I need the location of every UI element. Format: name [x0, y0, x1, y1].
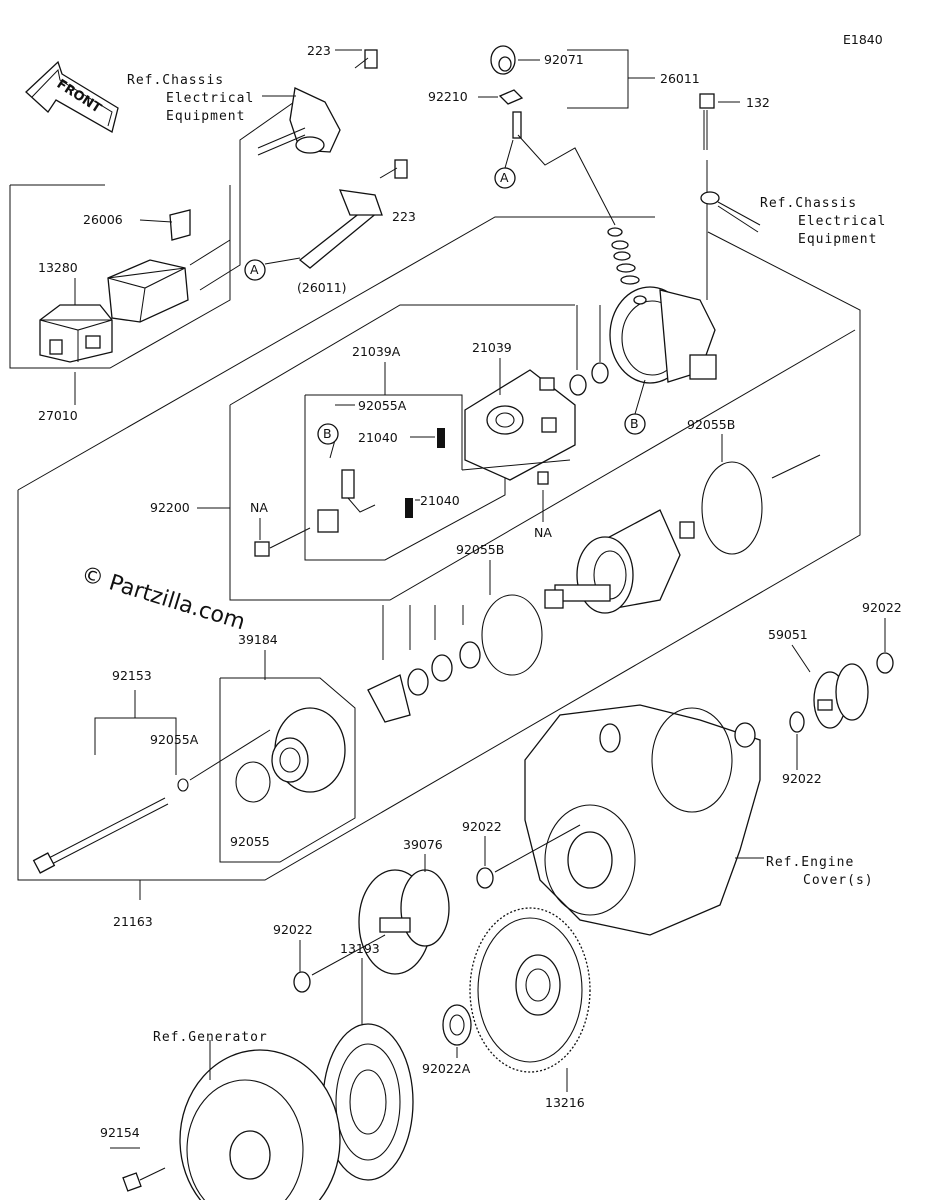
- part-label: 21039A: [352, 344, 401, 359]
- ref-generator: Ref.Generator: [153, 1030, 268, 1045]
- label-leader-lines: [74, 278, 886, 1092]
- callout-a-left: A: [244, 257, 301, 281]
- bolt-na-left: [254, 527, 311, 557]
- part-label: 92022: [862, 600, 902, 615]
- part-label: 92022: [782, 771, 822, 786]
- terminal-cap-92071: [490, 45, 540, 75]
- part-label: 92022A: [422, 1061, 471, 1076]
- starter-relay-13280: [39, 304, 113, 363]
- part-labels: 223 92071 26011 92210 132 223 26006 1328…: [38, 43, 902, 1140]
- part-label: 21039: [472, 340, 512, 355]
- fuse-26006: [139, 209, 191, 241]
- part-label: 92022: [462, 819, 502, 834]
- chassis-connector: [257, 87, 341, 156]
- svg-text:Ref.Chassis: Ref.Chassis: [127, 73, 224, 88]
- o-ring-92055a-small: [177, 729, 271, 792]
- brush-lead: [317, 439, 376, 533]
- ref-chassis-top: Ref.Chassis Electrical Equipment: [127, 73, 296, 124]
- part-label: 223: [307, 43, 331, 58]
- part-label: (26011): [297, 280, 347, 295]
- long-bolt-21163: [32, 797, 169, 900]
- callout-na-left: NA: [250, 500, 268, 515]
- idler-gear-59051: [813, 663, 869, 729]
- part-label: 223: [392, 209, 416, 224]
- part-label: 21040: [420, 493, 460, 508]
- part-label: 92055: [230, 834, 270, 849]
- engine-cover: [524, 704, 764, 936]
- nut-92210: [478, 89, 524, 105]
- terminal-stud: [512, 111, 616, 226]
- part-label: 92153: [112, 668, 152, 683]
- part-label: 92200: [150, 500, 190, 515]
- bolt-132: [699, 93, 740, 150]
- o-ring-92055: [235, 761, 271, 803]
- part-label: 39076: [403, 837, 443, 852]
- starter-armature: [544, 509, 695, 614]
- part-label: 92055B: [456, 542, 504, 557]
- starter-rear-cover: [609, 286, 717, 384]
- callout-a-top: A: [494, 139, 516, 189]
- part-label: 92022: [273, 922, 313, 937]
- starter-bracket-39184: [271, 707, 346, 793]
- part-label: 21040: [358, 430, 398, 445]
- part-label: 13280: [38, 260, 78, 275]
- part-label: 21163: [113, 914, 153, 929]
- washer-92022-right: [789, 652, 894, 733]
- part-label: 132: [746, 95, 770, 110]
- svg-text:Electrical: Electrical: [166, 91, 254, 106]
- front-arrow-icon: FRONT: [25, 60, 119, 133]
- o-ring-92055b-center: [481, 594, 543, 676]
- part-label: 92055A: [150, 732, 199, 747]
- svg-text:Ref.Chassis: Ref.Chassis: [760, 196, 857, 211]
- part-label: 26006: [83, 212, 123, 227]
- starter-gear-13216: [469, 907, 591, 1073]
- part-label: 92055A: [358, 398, 407, 413]
- part-label: 92071: [544, 52, 584, 67]
- bolt-92154: [110, 1147, 166, 1192]
- part-label: 39184: [238, 632, 278, 647]
- starter-washers: [367, 362, 609, 723]
- bolt-223-top: [335, 49, 378, 69]
- brush-holder-21039: [461, 369, 576, 485]
- svg-text:A: A: [250, 262, 259, 277]
- group-boundary-lines: [9, 49, 861, 881]
- part-label: 13216: [545, 1095, 585, 1110]
- ring-terminal: [700, 160, 761, 300]
- part-label: 26011: [660, 71, 700, 86]
- svg-text:A: A: [500, 170, 509, 185]
- diagram-id: E1840: [843, 32, 883, 47]
- reduction-gear-39076: [358, 869, 450, 975]
- callout-b-left: B: [317, 423, 339, 445]
- callout-na-right: NA: [534, 525, 552, 540]
- svg-text:Equipment: Equipment: [166, 109, 245, 124]
- part-label: 27010: [38, 408, 78, 423]
- svg-text:Ref.Generator: Ref.Generator: [153, 1030, 268, 1045]
- svg-text:Cover(s): Cover(s): [803, 873, 874, 888]
- starter-cable-26011: [298, 159, 408, 269]
- brush-springs-21040: [405, 428, 445, 518]
- relay-cover-27010: [107, 259, 189, 323]
- svg-text:B: B: [323, 426, 332, 441]
- washer-92022a: [442, 1004, 472, 1046]
- washer-92022-center: [476, 824, 581, 889]
- o-ring-92055b-right: [701, 454, 821, 555]
- generator-rotor: [179, 1040, 341, 1200]
- ref-engine-cover: Ref.Engine Cover(s): [766, 855, 874, 888]
- terminal-washers: [607, 227, 640, 285]
- part-label: 92154: [100, 1125, 140, 1140]
- part-label: 59051: [768, 627, 808, 642]
- svg-text:Equipment: Equipment: [798, 232, 877, 247]
- part-label: 13193: [340, 941, 380, 956]
- washer-92022-left: [293, 934, 386, 993]
- svg-text:B: B: [630, 416, 639, 431]
- svg-text:Ref.Engine: Ref.Engine: [766, 855, 854, 870]
- part-label: 92210: [428, 89, 468, 104]
- part-label: 92055B: [687, 417, 735, 432]
- ref-chassis-right: Ref.Chassis Electrical Equipment: [760, 196, 886, 247]
- svg-text:Electrical: Electrical: [798, 214, 886, 229]
- callout-b-right: B: [624, 379, 646, 435]
- watermark: © Partzilla.com: [78, 562, 248, 636]
